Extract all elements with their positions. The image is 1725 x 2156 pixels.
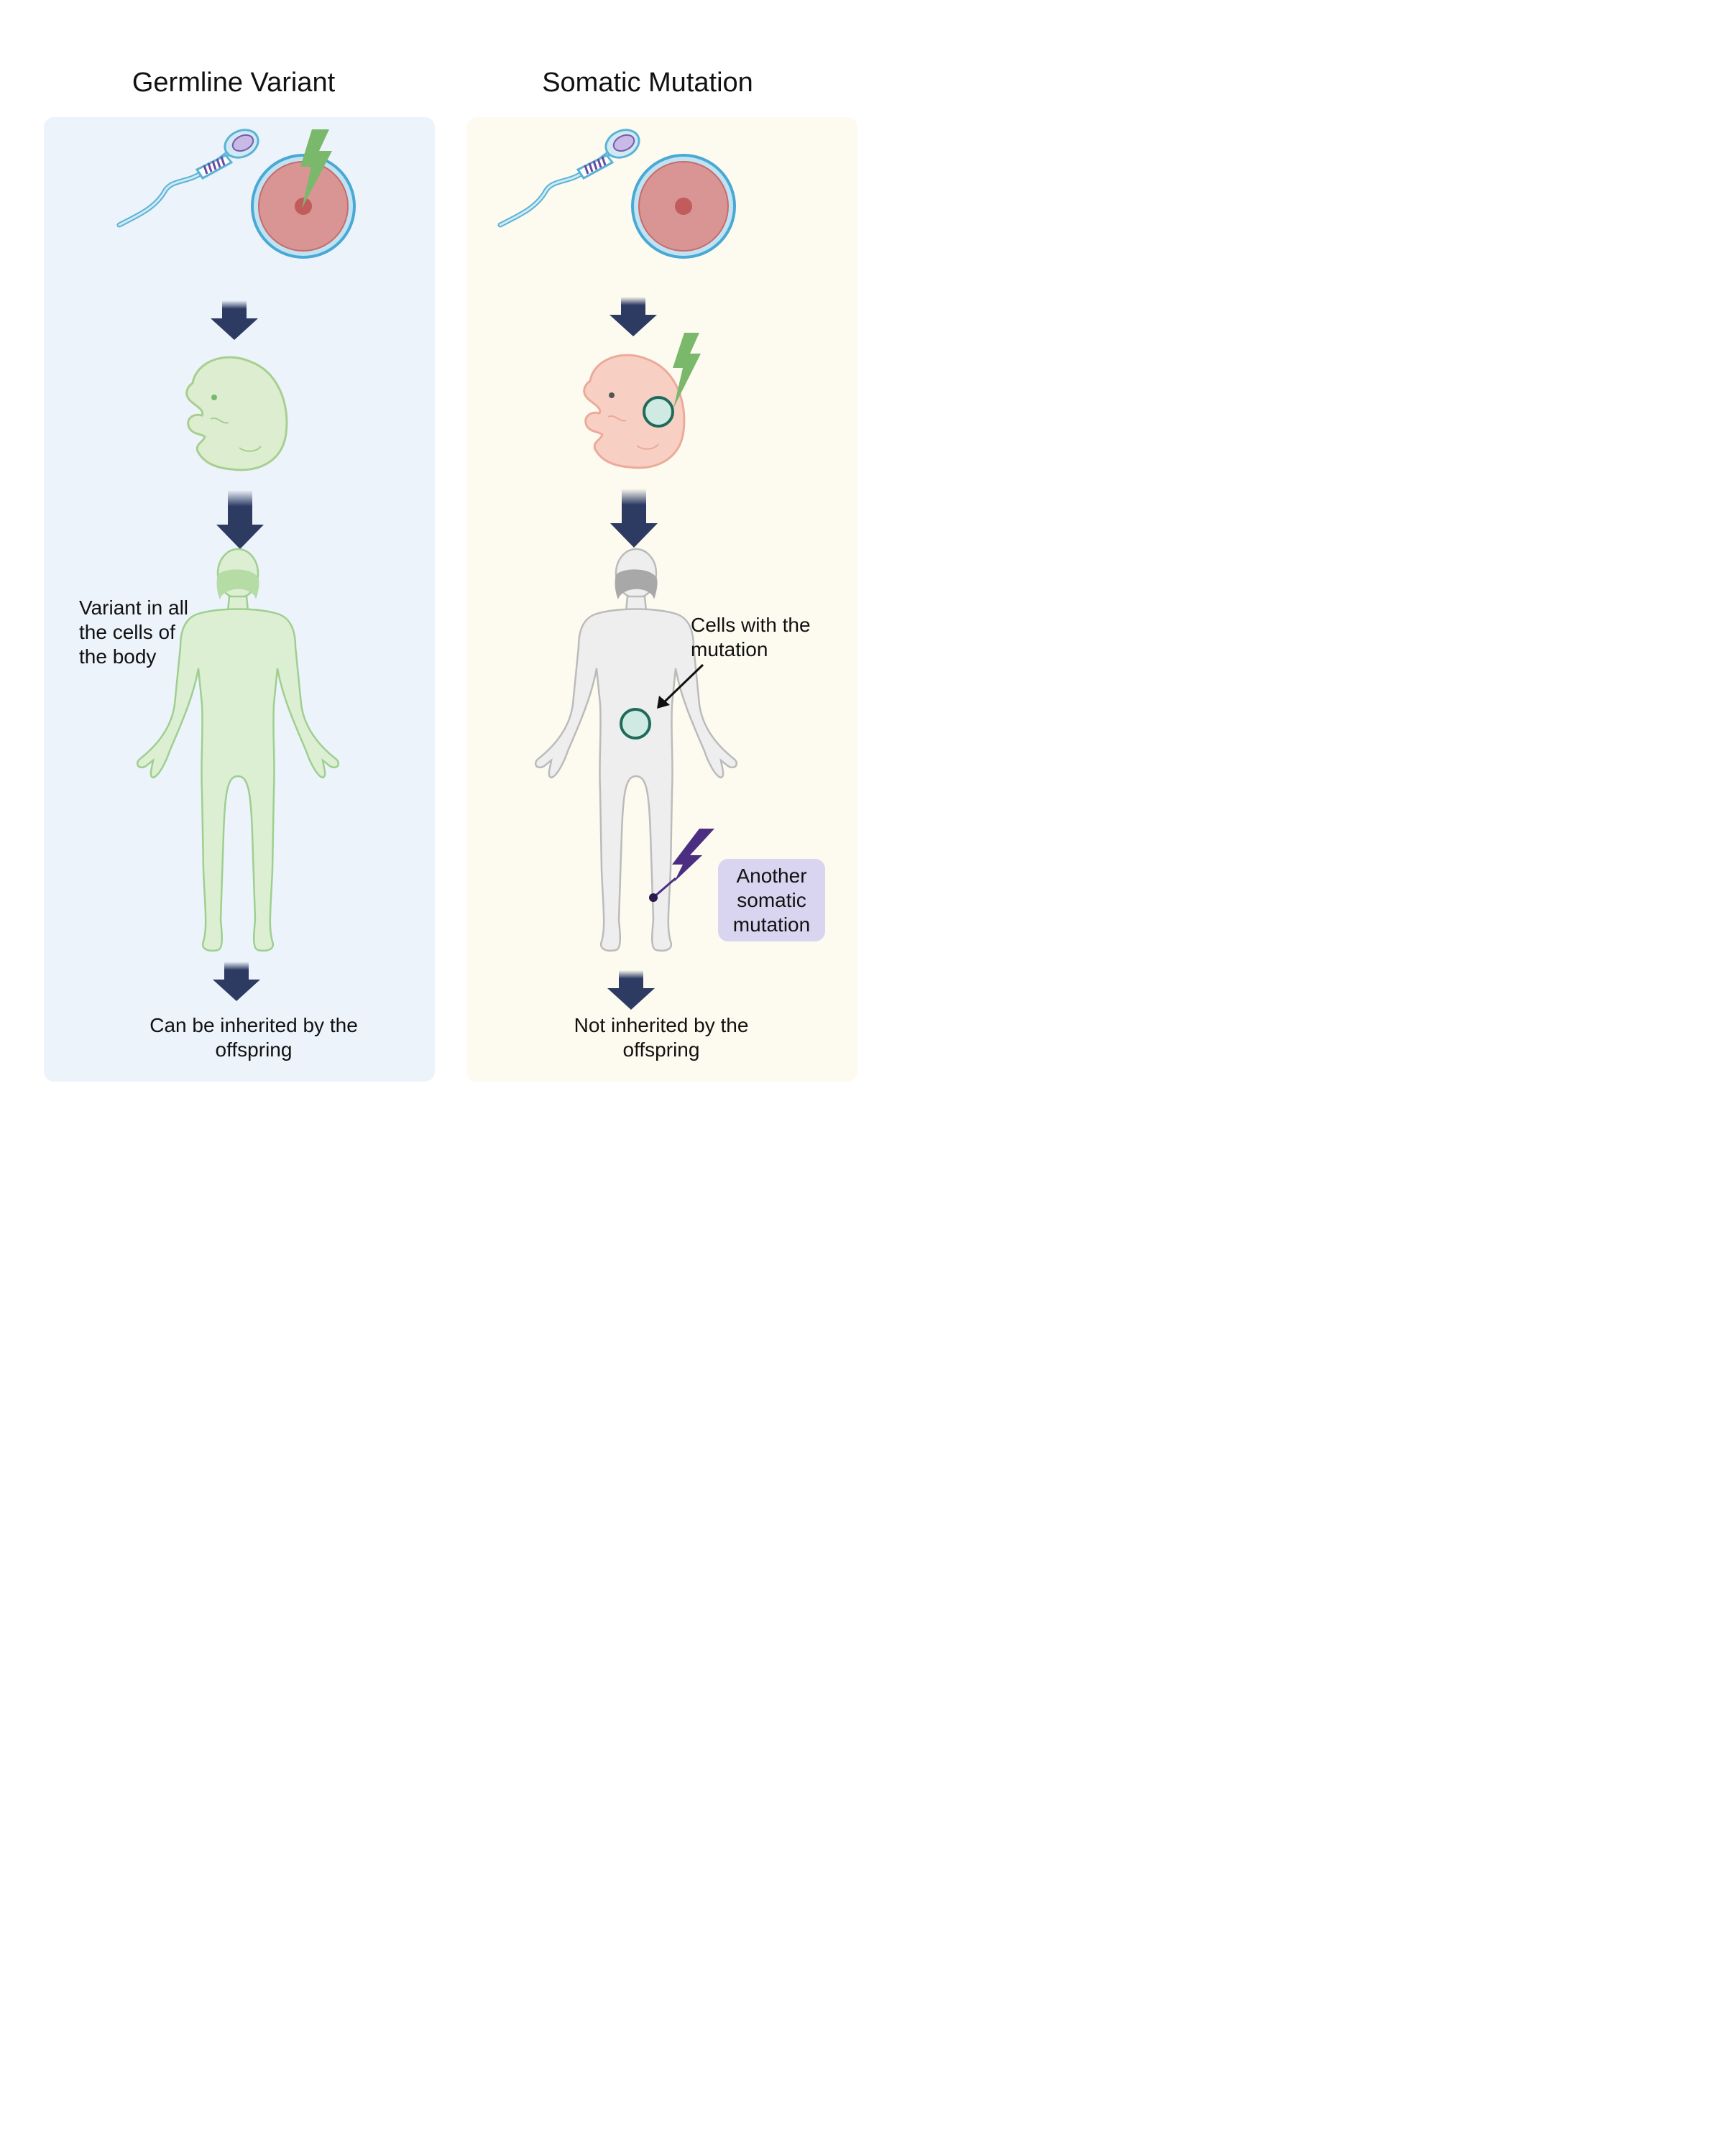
callout-arrowhead bbox=[657, 696, 670, 709]
embryo-eye bbox=[609, 392, 615, 398]
egg-cell-icon bbox=[631, 154, 736, 259]
down-arrow-icon bbox=[610, 489, 658, 548]
egg-cell-icon bbox=[251, 154, 356, 259]
lightning-icon bbox=[300, 129, 332, 208]
germline-title: Germline Variant bbox=[132, 68, 336, 98]
human-body-icon bbox=[534, 548, 738, 952]
hair bbox=[216, 569, 259, 599]
embryo-icon bbox=[185, 356, 288, 471]
illustration bbox=[0, 0, 738, 1010]
somatic-outcome: Not inherited by the offspring bbox=[574, 1014, 749, 1061]
lightning-icon bbox=[672, 829, 714, 882]
down-arrow-icon bbox=[610, 297, 657, 336]
lightning-icon bbox=[673, 333, 701, 408]
sperm-icon bbox=[119, 125, 262, 225]
lightning-tail bbox=[653, 877, 676, 898]
mutation-cells-icon bbox=[620, 708, 651, 740]
body-variant-label: Variant in all the cells of the body bbox=[79, 596, 189, 668]
down-arrow-icon bbox=[211, 300, 258, 340]
mutation-cells-icon bbox=[643, 396, 674, 428]
down-arrow-icon bbox=[216, 490, 264, 549]
down-arrow-icon bbox=[607, 970, 655, 1010]
callout-arrow bbox=[663, 663, 704, 704]
another-mutation-label: Another somatic mutation bbox=[732, 865, 811, 936]
germline-outcome: Can be inherited by the offspring bbox=[150, 1014, 358, 1061]
another-mutation-badge: Another somatic mutation bbox=[718, 859, 825, 941]
sperm-icon bbox=[500, 125, 643, 225]
hair bbox=[615, 569, 658, 599]
somatic-title: Somatic Mutation bbox=[542, 68, 753, 98]
mutation-cells-callout: Cells with the mutation bbox=[691, 614, 811, 660]
down-arrow-icon bbox=[213, 962, 260, 1001]
leg-mutation-dot bbox=[649, 893, 658, 902]
embryo-eye bbox=[211, 395, 217, 400]
